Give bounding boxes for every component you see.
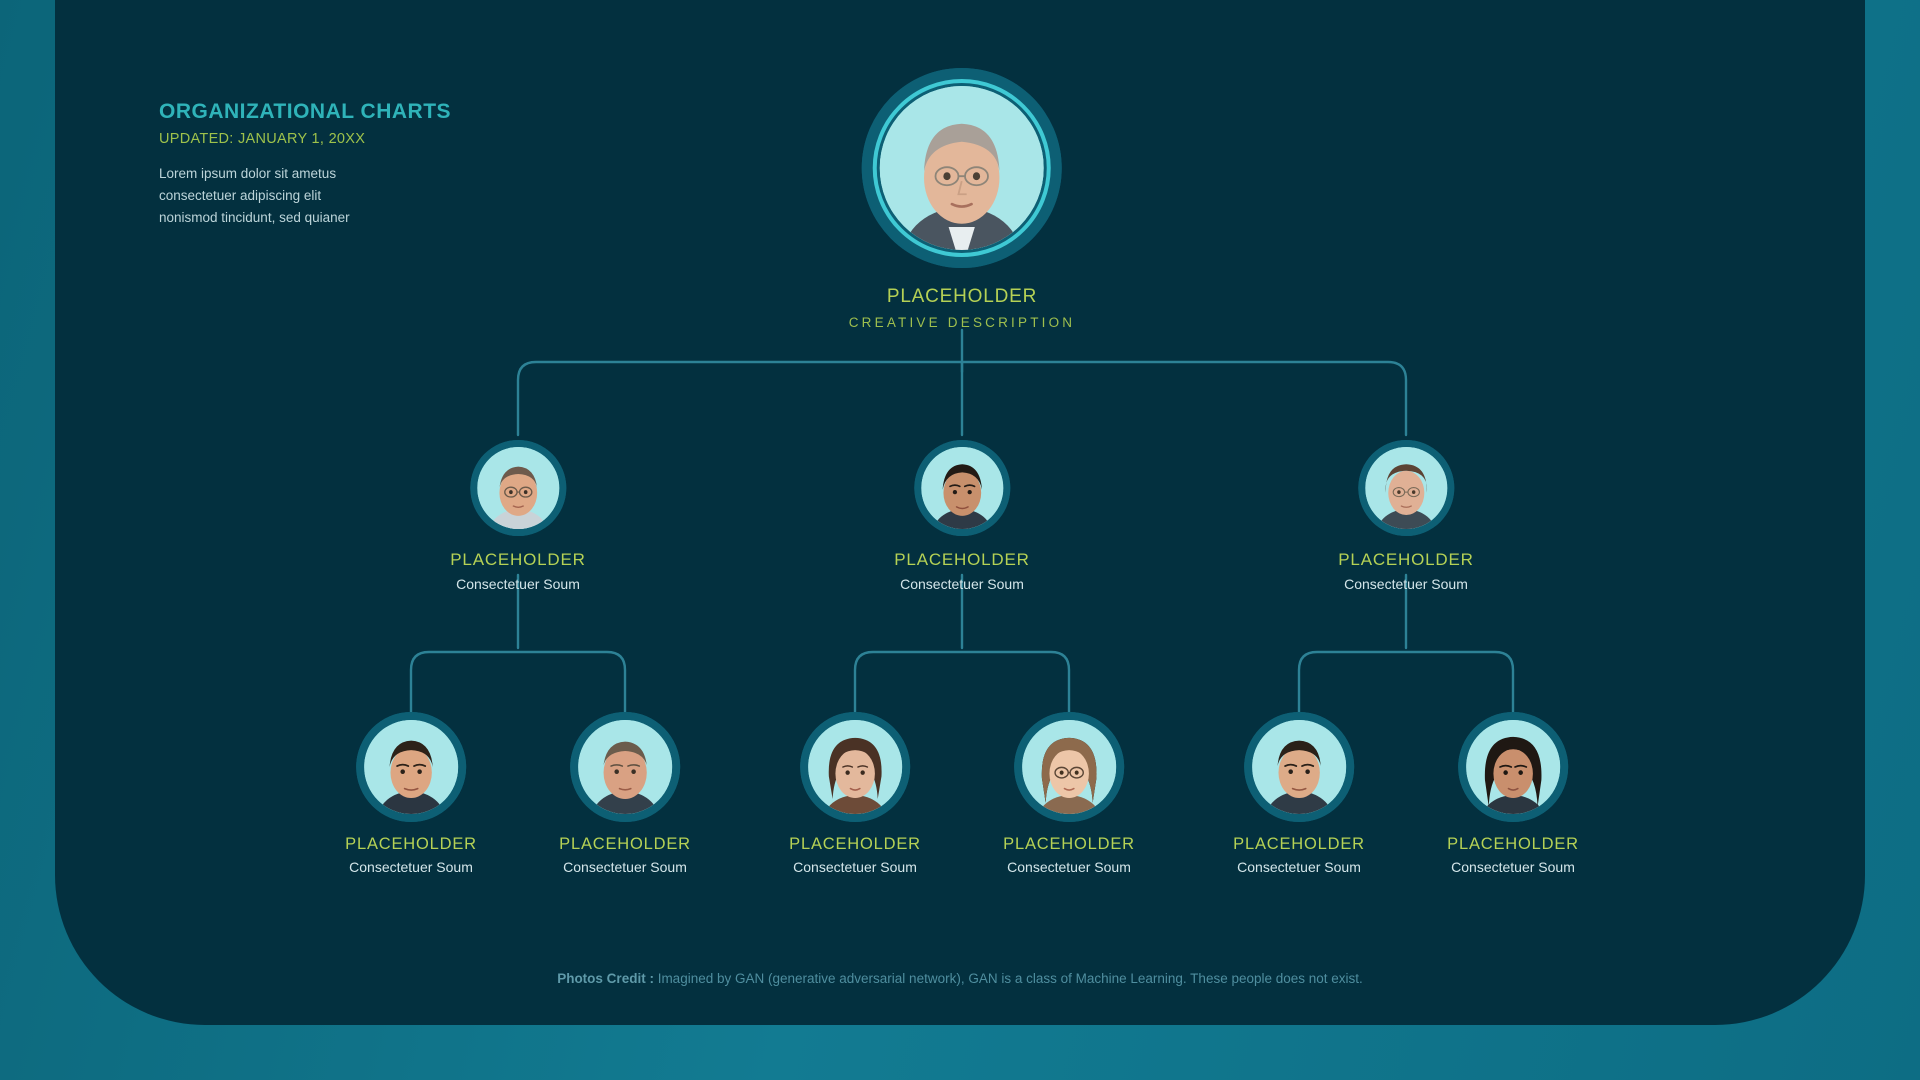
org-node-level3-3[interactable]: PLACEHOLDER Consectetuer Soum bbox=[789, 712, 921, 875]
avatar-level2-3 bbox=[1358, 440, 1454, 536]
node-role: Consectetuer Soum bbox=[1237, 859, 1361, 875]
avatar-photo bbox=[1021, 720, 1116, 814]
node-name: PLACEHOLDER bbox=[789, 835, 921, 853]
avatar-level3-3 bbox=[799, 712, 910, 822]
header-block: ORGANIZATIONAL CHARTS UPDATED: JANUARY 1… bbox=[159, 100, 499, 229]
node-role: Consectetuer Soum bbox=[456, 576, 580, 592]
avatar-photo bbox=[363, 720, 458, 814]
org-node-level3-6[interactable]: PLACEHOLDER Consectetuer Soum bbox=[1447, 712, 1579, 875]
avatar-level2-2 bbox=[914, 440, 1010, 536]
avatar-level3-2 bbox=[569, 712, 680, 822]
node-name: PLACEHOLDER bbox=[894, 550, 1030, 569]
node-name: PLACEHOLDER bbox=[450, 550, 586, 569]
avatar-level3-1 bbox=[355, 712, 466, 822]
node-role: Consectetuer Soum bbox=[1451, 859, 1575, 875]
org-node-root[interactable]: PLACEHOLDER CREATIVE DESCRIPTION bbox=[849, 68, 1076, 330]
node-role: CREATIVE DESCRIPTION bbox=[848, 315, 1076, 330]
node-role: Consectetuer Soum bbox=[1344, 576, 1468, 592]
lede-line-2: consectetuer adipiscing elit bbox=[159, 188, 322, 203]
node-role: Consectetuer Soum bbox=[563, 859, 687, 875]
node-role: Consectetuer Soum bbox=[793, 859, 917, 875]
avatar-level3-4 bbox=[1013, 712, 1124, 822]
org-node-level3-2[interactable]: PLACEHOLDER Consectetuer Soum bbox=[559, 712, 691, 875]
node-name: PLACEHOLDER bbox=[1338, 550, 1474, 569]
avatar-photo bbox=[921, 447, 1003, 529]
org-node-level3-5[interactable]: PLACEHOLDER Consectetuer Soum bbox=[1233, 712, 1365, 875]
node-name: PLACEHOLDER bbox=[1233, 835, 1365, 853]
node-role: Consectetuer Soum bbox=[900, 576, 1024, 592]
node-name: PLACEHOLDER bbox=[886, 286, 1038, 307]
avatar-photo bbox=[577, 720, 672, 814]
org-node-level2-2[interactable]: PLACEHOLDER Consectetuer Soum bbox=[894, 440, 1029, 592]
org-node-level3-1[interactable]: PLACEHOLDER Consectetuer Soum bbox=[345, 712, 477, 875]
avatar-level3-5 bbox=[1243, 712, 1354, 822]
node-role: Consectetuer Soum bbox=[1007, 859, 1131, 875]
avatar-photo bbox=[1365, 447, 1447, 529]
updated-date: UPDATED: JANUARY 1, 20XX bbox=[159, 131, 366, 147]
org-node-level3-4[interactable]: PLACEHOLDER Consectetuer Soum bbox=[1003, 712, 1135, 875]
avatar-level2-1 bbox=[470, 440, 566, 536]
avatar-photo bbox=[807, 720, 902, 814]
photos-credit: Photos Credit : Imagined by GAN (generat… bbox=[0, 971, 1920, 986]
org-node-level2-1[interactable]: PLACEHOLDER Consectetuer Soum bbox=[450, 440, 585, 592]
photos-credit-text: Imagined by GAN (generative adversarial … bbox=[653, 971, 1363, 986]
node-name: PLACEHOLDER bbox=[1003, 835, 1135, 853]
node-name: PLACEHOLDER bbox=[559, 835, 691, 853]
avatar-photo bbox=[477, 447, 559, 529]
org-node-level2-3[interactable]: PLACEHOLDER Consectetuer Soum bbox=[1338, 440, 1473, 592]
lede-line-3: nonismod tincidunt, sed quianer bbox=[159, 210, 350, 225]
page-title: ORGANIZATIONAL CHARTS bbox=[159, 100, 452, 123]
photos-credit-label: Photos Credit : bbox=[557, 971, 654, 986]
avatar-level3-6 bbox=[1457, 712, 1568, 822]
avatar-photo bbox=[1465, 720, 1560, 814]
node-name: PLACEHOLDER bbox=[345, 835, 477, 853]
node-name: PLACEHOLDER bbox=[1447, 835, 1579, 853]
avatar-root bbox=[862, 68, 1062, 268]
avatar-ring-accent bbox=[873, 79, 1051, 257]
lede-line-1: Lorem ipsum dolor sit ametus bbox=[159, 166, 337, 181]
node-role: Consectetuer Soum bbox=[349, 859, 473, 875]
avatar-photo bbox=[1251, 720, 1346, 814]
